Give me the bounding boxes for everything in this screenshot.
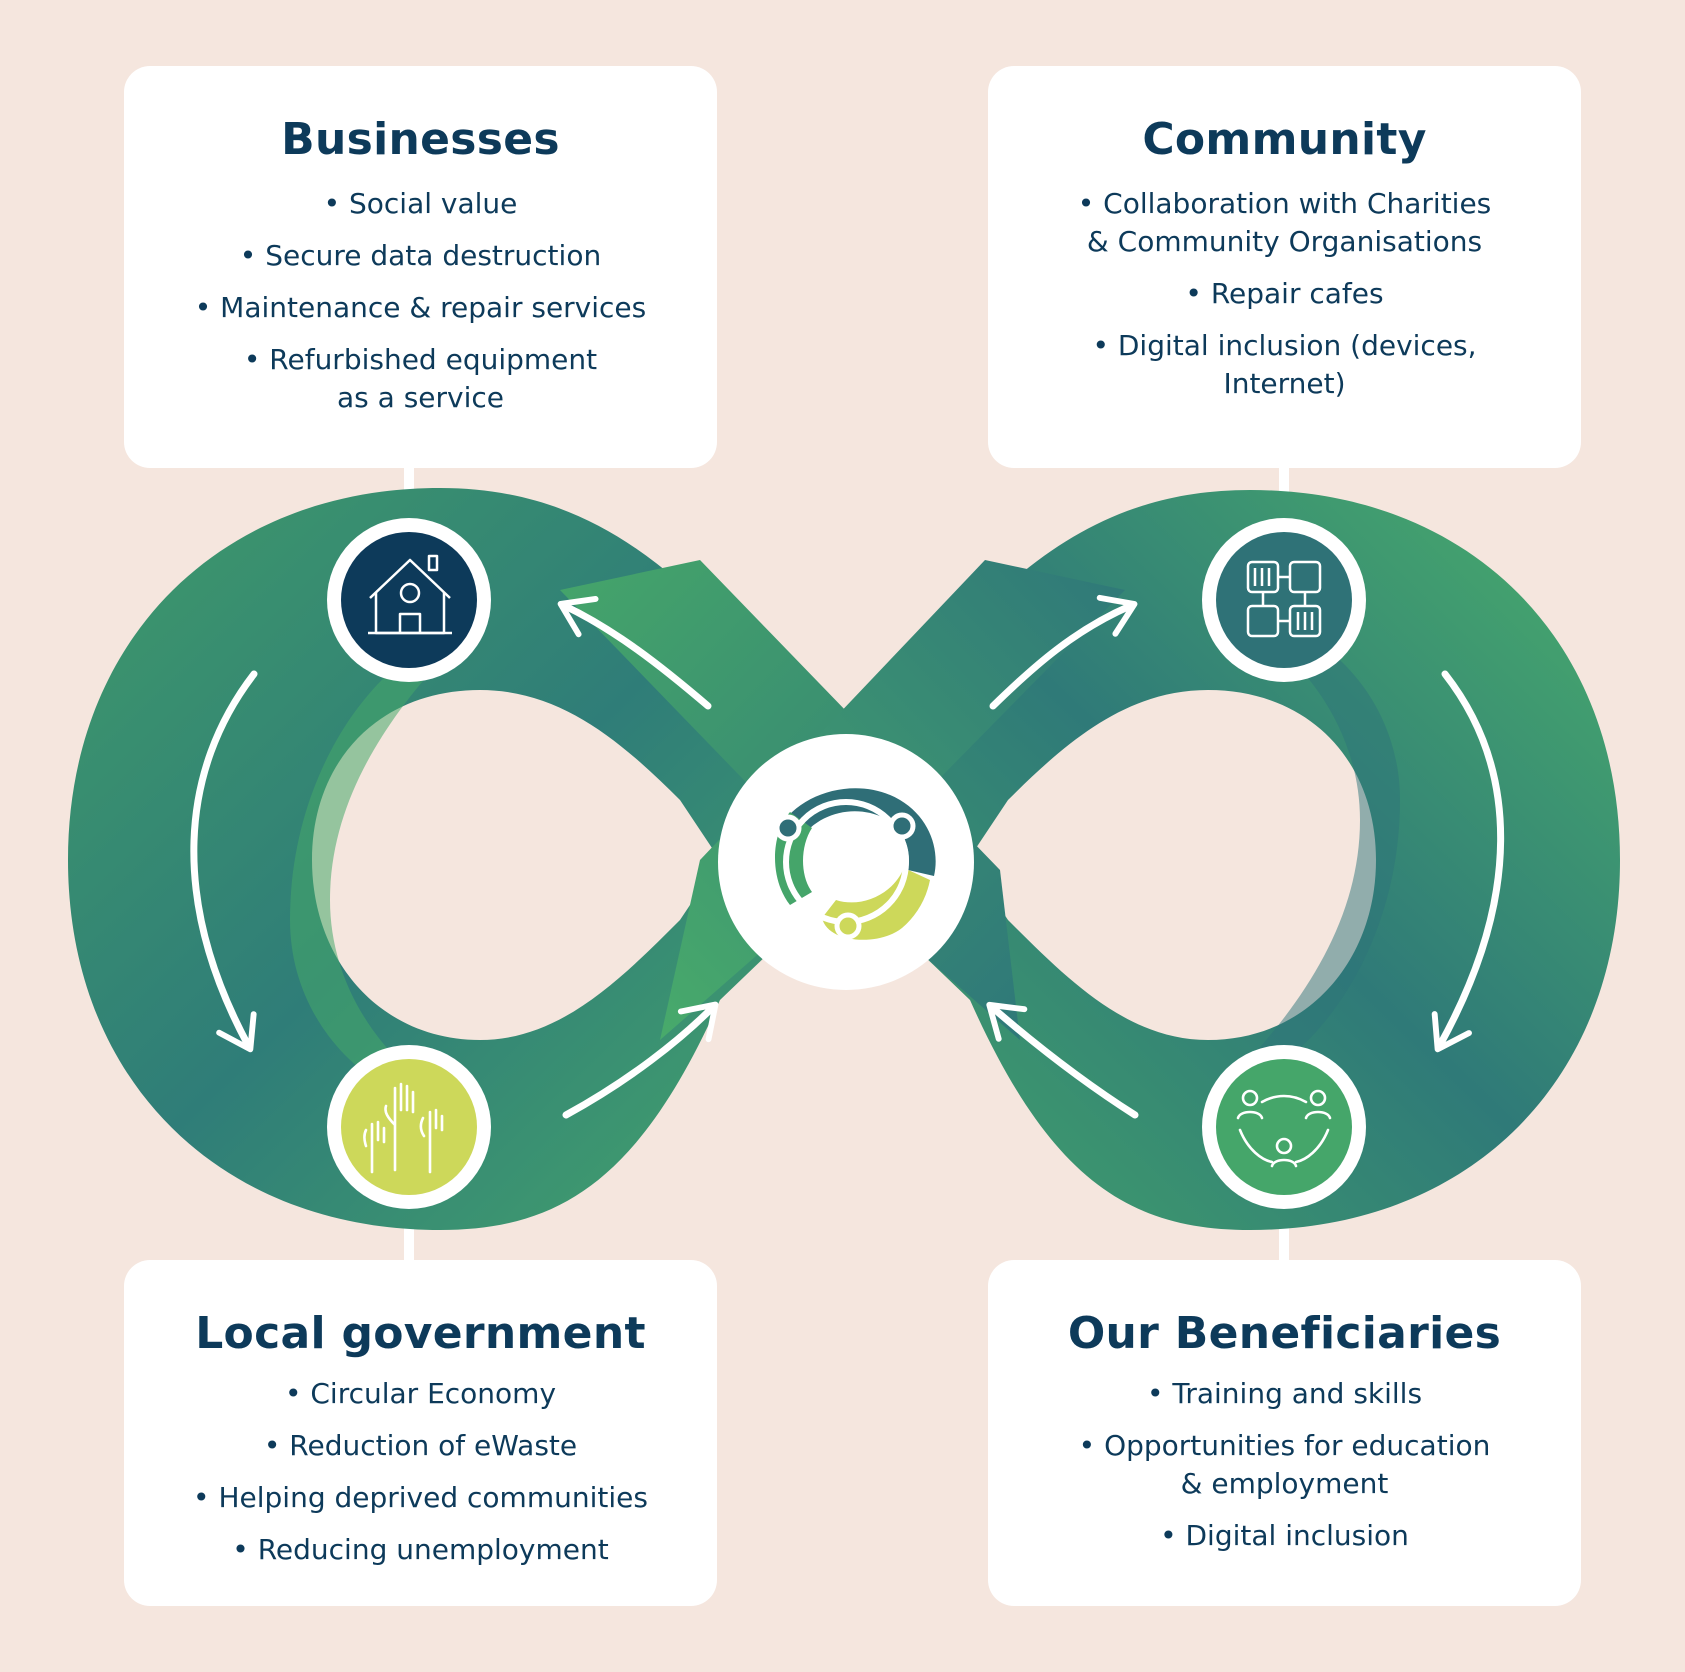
list-item-text: Reducing unemployment: [257, 1533, 609, 1566]
list-item: Social value: [144, 185, 697, 223]
businesses-card: Businesses Social value Secure data dest…: [124, 66, 717, 468]
list-item: Maintenance & repair services: [144, 289, 697, 327]
beneficiaries-title: Our Beneficiaries: [1067, 1308, 1502, 1359]
beneficiaries-icon-badge: [1202, 1045, 1366, 1209]
list-item: Reduction of eWaste: [144, 1427, 697, 1465]
list-item: Repair cafes: [1008, 275, 1561, 313]
arrow-left-down: [190, 670, 258, 1053]
local-government-title: Local government: [195, 1308, 646, 1359]
list-item-text: Helping deprived communities: [218, 1481, 648, 1514]
list-item: Circular Economy: [144, 1375, 697, 1413]
arrow-to-businesses: [557, 595, 712, 710]
list-item: Collaboration with Charities & Community …: [1008, 185, 1561, 261]
list-item-text: Social value: [349, 187, 518, 220]
list-item: Helping deprived communities: [144, 1479, 697, 1517]
list-item-text-line2: & employment: [1180, 1467, 1389, 1500]
beneficiaries-card: Our Beneficiaries Training and skills Op…: [988, 1260, 1581, 1606]
list-item: Secure data destruction: [144, 237, 697, 275]
house-icon: [368, 554, 452, 635]
list-item-text: Reduction of eWaste: [289, 1429, 578, 1462]
list-item: Digital inclusion: [1008, 1517, 1561, 1555]
list-item-text: Repair cafes: [1210, 277, 1384, 310]
right-inner-accent: [1220, 610, 1400, 1090]
list-item-text: Digital inclusion: [1185, 1519, 1409, 1552]
center-logo-badge: [718, 734, 974, 990]
list-item-text: Collaboration with Charities: [1103, 187, 1492, 220]
community-list: Collaboration with Charities & Community …: [988, 185, 1581, 403]
arrow-to-community: [989, 594, 1138, 710]
list-item: Refurbished equipment as a service: [144, 341, 697, 417]
list-item-text-line2: as a service: [336, 381, 504, 414]
list-item-text-line2: & Community Organisations: [1086, 225, 1483, 258]
list-item-text-line2: Internet): [1223, 367, 1346, 400]
arrow-to-center-from-beneficiaries: [986, 1001, 1139, 1119]
community-card: Community Collaboration with Charities & …: [988, 66, 1581, 468]
list-item-text: Digital inclusion (devices,: [1117, 329, 1477, 362]
local-government-icon-badge: [327, 1045, 491, 1209]
flow-arrows: [190, 594, 1505, 1119]
people-circle-icon: [1236, 1089, 1332, 1168]
linked-hands-icon: [1246, 560, 1322, 638]
community-title: Community: [1142, 114, 1427, 165]
businesses-list: Social value Secure data destruction Mai…: [124, 185, 717, 417]
list-item-text: Training and skills: [1172, 1377, 1423, 1410]
arrow-right-down: [1431, 670, 1505, 1053]
businesses-icon-badge: [327, 518, 491, 682]
list-item: Training and skills: [1008, 1375, 1561, 1413]
beneficiaries-list: Training and skills Opportunities for ed…: [988, 1375, 1581, 1555]
raised-hands-icon: [363, 1082, 444, 1174]
list-item-text: Secure data destruction: [265, 239, 602, 272]
arrow-to-center-up: [562, 1001, 719, 1119]
businesses-title: Businesses: [281, 114, 560, 165]
circular-logo-icon: [774, 788, 936, 940]
list-item: Opportunities for education & employment: [1008, 1427, 1561, 1503]
local-government-card: Local government Circular Economy Reduct…: [124, 1260, 717, 1606]
list-item: Digital inclusion (devices, Internet): [1008, 327, 1561, 403]
list-item: Reducing unemployment: [144, 1531, 697, 1569]
list-item-text: Opportunities for education: [1104, 1429, 1491, 1462]
local-government-list: Circular Economy Reduction of eWaste Hel…: [124, 1375, 717, 1569]
list-item-text: Circular Economy: [310, 1377, 557, 1410]
left-inner-accent: [290, 630, 470, 1110]
list-item-text: Refurbished equipment: [269, 343, 598, 376]
list-item-text: Maintenance & repair services: [220, 291, 647, 324]
community-icon-badge: [1202, 518, 1366, 682]
